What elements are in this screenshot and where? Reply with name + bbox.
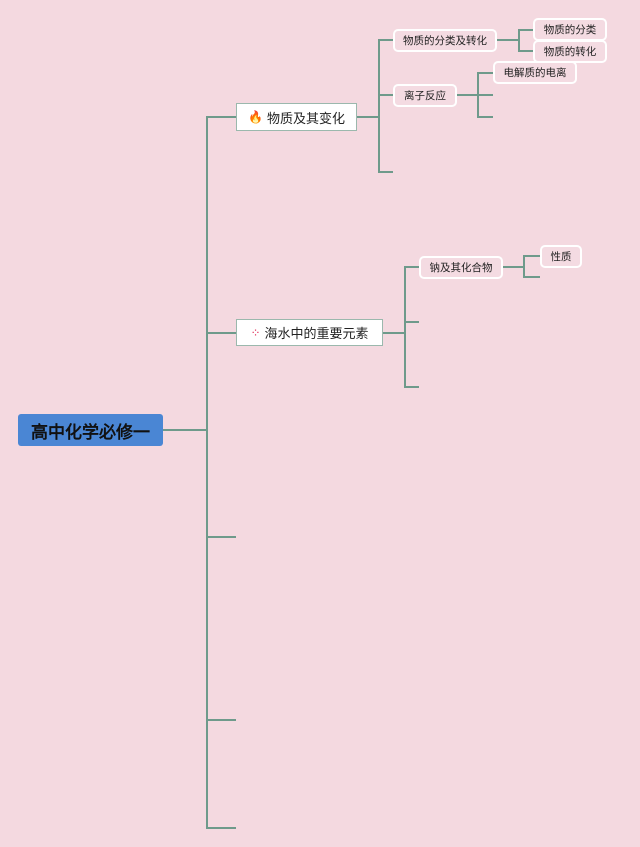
leaf-node[interactable]: 性质 <box>540 245 582 268</box>
node-label: 电解质的电离 <box>503 67 567 79</box>
connector <box>523 255 540 257</box>
topic-node[interactable]: 🔥 物质及其变化 <box>236 103 357 131</box>
connector <box>523 276 540 278</box>
connector <box>497 39 520 41</box>
connector <box>404 266 406 388</box>
connector <box>518 50 533 52</box>
root-node[interactable]: 高中化学必修一 <box>18 414 163 446</box>
connector <box>477 72 493 74</box>
connector <box>404 321 419 323</box>
connector <box>206 536 236 538</box>
connector <box>206 827 236 829</box>
topic-label: 物质及其变化 <box>266 111 345 127</box>
connector <box>523 255 525 278</box>
connector <box>206 116 236 118</box>
fire-icon: 🔥 <box>248 110 263 124</box>
connector <box>357 116 380 118</box>
connector <box>206 116 208 829</box>
connector <box>162 429 208 431</box>
leaf-node[interactable]: 物质的转化 <box>533 40 607 63</box>
connector <box>383 332 406 334</box>
node-label: 物质的分类及转化 <box>403 35 487 47</box>
node-label: 离子反应 <box>404 90 446 102</box>
subtopic-node[interactable]: 离子反应 <box>393 84 457 107</box>
connector <box>518 29 533 31</box>
connector <box>477 94 493 96</box>
root-label: 高中化学必修一 <box>31 422 150 443</box>
leaf-node[interactable]: 物质的分类 <box>533 18 607 41</box>
connector <box>518 29 520 52</box>
connector <box>404 386 419 388</box>
node-label: 物质的分类 <box>543 24 597 36</box>
leaf-node[interactable]: 电解质的电离 <box>493 61 577 84</box>
connector <box>378 94 393 96</box>
subtopic-node[interactable]: 钠及其化合物 <box>419 256 503 279</box>
connector <box>206 332 236 334</box>
subtopic-node[interactable]: 物质的分类及转化 <box>393 29 497 52</box>
topic-label: 海水中的重要元素 <box>264 327 369 342</box>
connector <box>404 266 419 268</box>
sparkle-icon: ⁘ <box>250 325 261 340</box>
connector <box>457 94 479 96</box>
connector <box>378 171 393 173</box>
connector <box>378 39 393 41</box>
node-label: 物质的转化 <box>543 46 597 58</box>
connector <box>503 266 525 268</box>
connector <box>378 39 380 173</box>
connector <box>206 719 236 721</box>
node-label: 性质 <box>550 251 572 263</box>
connector <box>477 116 493 118</box>
topic-node[interactable]: ⁘ 海水中的重要元素 <box>236 319 383 346</box>
node-label: 钠及其化合物 <box>429 262 493 274</box>
